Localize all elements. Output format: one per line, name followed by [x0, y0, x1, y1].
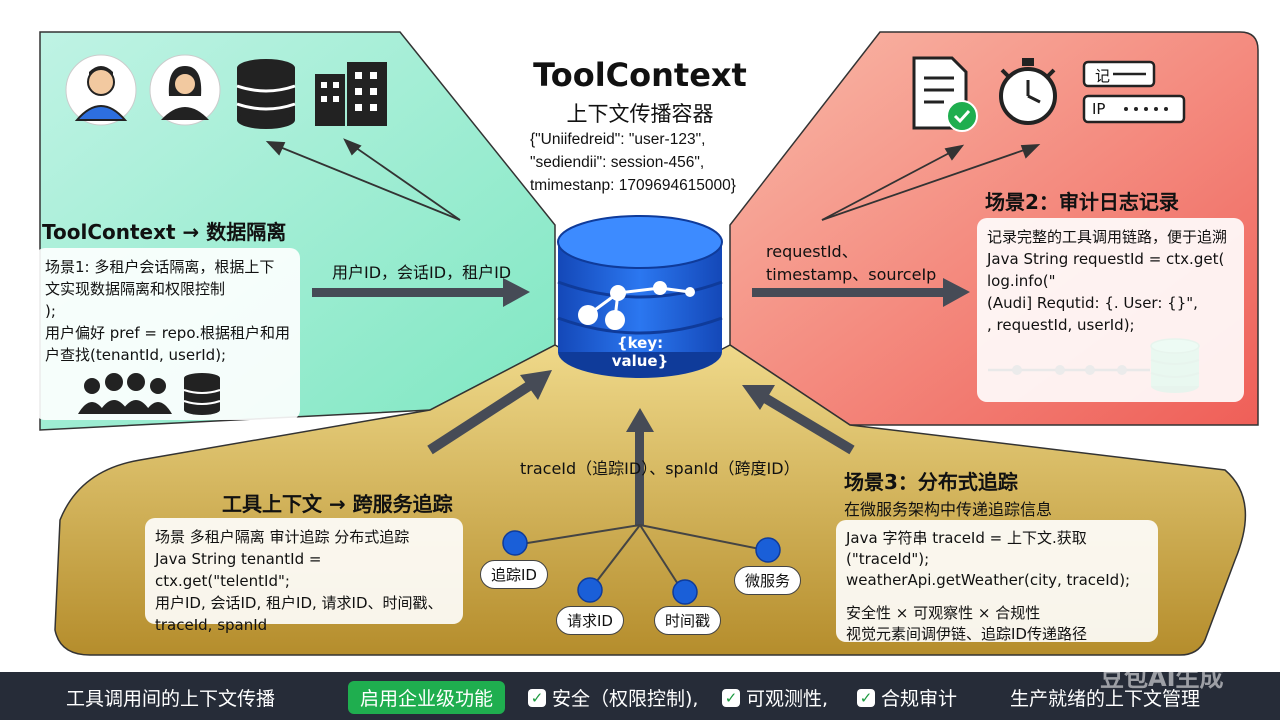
- left-card: 场景1: 多租户会话隔离，根据上下 文实现数据隔离和权限控制 ); 用户偏好 p…: [35, 248, 300, 420]
- center-arrow-label: traceId（追踪ID）、spanId（跨度ID）: [520, 459, 800, 478]
- card-line: 安全性 × 可观察性 × 合规性: [846, 604, 1041, 622]
- people-group-icon: [78, 373, 172, 414]
- card-line: 户查找(tenantId, userId);: [45, 346, 227, 364]
- json-line: {"Uniifedreid": "user-123",: [530, 131, 706, 148]
- node-dots: [502, 530, 781, 605]
- footer-check-observability: ✓可观测性,: [722, 684, 828, 711]
- footer-check-compliance: ✓合规审计: [857, 684, 957, 711]
- card-line: 记录完整的工具调用链路，便于追溯: [987, 228, 1228, 246]
- user-icons-row: [65, 54, 387, 129]
- node-microservice: 微服务: [734, 566, 802, 595]
- card-line: 用户偏好 pref = repo.根据租户和用: [45, 324, 291, 342]
- group-users-db-icon: [78, 373, 221, 415]
- database-cylinder: [557, 215, 723, 378]
- card-line: 场景1: 多租户会话隔离，根据上下: [45, 258, 275, 276]
- node-request-id: 请求ID: [556, 606, 624, 635]
- card-line: 场景 多租户隔离 审计追踪 分布式追踪: [155, 528, 410, 546]
- arrow-left-to-db: [312, 278, 530, 307]
- json-example: {"Uniifedreid": "user-123", "sediendii":…: [530, 128, 770, 197]
- card-line: log.info(": [987, 272, 1056, 290]
- right-thin-arrows: [821, 143, 1041, 221]
- building-icon: [315, 62, 387, 126]
- card-line: 用户ID, 会话ID, 租户ID, 请求ID、时间戳、: [155, 594, 443, 612]
- bottom-right-subheading: 在微服务架构中传递追踪信息: [844, 500, 1053, 519]
- card-line: );: [45, 302, 56, 320]
- right-arrow-label-1: requestId、: [766, 242, 858, 261]
- enable-enterprise-button[interactable]: 启用企业级功能: [348, 681, 506, 714]
- left-thin-arrows: [265, 138, 461, 221]
- arrow-db-to-right: [752, 278, 970, 307]
- checkmark-icon: ✓: [722, 689, 740, 707]
- checkmark-icon: ✓: [857, 689, 875, 707]
- male-user-icon: [65, 54, 137, 126]
- card-line: Java String requestId = ctx.get(: [987, 250, 1225, 268]
- card-line: [846, 591, 1148, 603]
- bottom-right-heading: 场景3：分布式追踪: [844, 470, 1018, 494]
- card-line: 视觉元素间调伊链、追踪ID传递路径: [846, 625, 1087, 643]
- bottom-left-card: 场景 多租户隔离 审计追踪 分布式追踪 Java String tenantId…: [145, 518, 463, 634]
- left-arrow-label: 用户ID，会话ID，租户ID: [332, 263, 512, 282]
- database-icon: [236, 59, 296, 129]
- footer-bar: 工具调用间的上下文传播 启用企业级功能 ✓安全（权限控制), ✓可观测性, ✓合…: [0, 664, 1280, 720]
- page-title: ToolContext: [533, 56, 747, 94]
- card-line: (Audi] Requtid: {. User: {}",: [987, 294, 1198, 312]
- node-timestamp: 时间戳: [654, 606, 722, 635]
- left-heading: ToolContext → 数据隔离: [42, 220, 287, 244]
- right-arrow-label-2: timestamp、sourceIp: [766, 265, 937, 284]
- footer-left-text: 工具调用间的上下文传播: [66, 688, 276, 710]
- watermark: 豆包AI生成: [1100, 664, 1224, 692]
- card-line: Java 字符串 traceId = 上下文.获取("traceId");: [846, 529, 1087, 568]
- right-card: 记录完整的工具调用链路，便于追溯 Java String requestId =…: [977, 218, 1244, 402]
- id-card-icon: [1082, 60, 1186, 124]
- audit-icons-row: [912, 56, 1186, 132]
- card-line: Java String tenantId = ctx.get("telentId…: [155, 550, 322, 590]
- bottom-right-card: Java 字符串 traceId = 上下文.获取("traceId"); we…: [836, 520, 1158, 643]
- bottom-left-heading: 工具上下文 → 跨服务追踪: [222, 492, 453, 516]
- card-line: traceId, spanId: [155, 616, 268, 634]
- card-line: , requestId, userId);: [987, 316, 1135, 334]
- arrow-center-up: [626, 408, 654, 525]
- db-label: {key: value}: [611, 334, 669, 370]
- id-card-label: 记: [1095, 67, 1111, 85]
- json-line: tmimestanp: 1709694615000}: [530, 177, 736, 194]
- ip-label: IP: [1092, 100, 1106, 118]
- json-line: "sediendii": session-456",: [530, 154, 705, 171]
- checkmark-icon: ✓: [528, 689, 546, 707]
- footer-check-security: ✓安全（权限控制),: [528, 684, 698, 711]
- card-line: 文实现数据隔离和权限控制: [45, 280, 226, 298]
- stopwatch-icon: [999, 58, 1057, 125]
- small-database-icon: [183, 373, 221, 415]
- node-trace-id: 追踪ID: [480, 560, 548, 589]
- page-subtitle: 上下文传播容器: [566, 102, 714, 126]
- arrow-bottom-right-to-db: [742, 385, 855, 455]
- document-check-icon: [912, 56, 978, 132]
- female-user-icon: [149, 54, 221, 126]
- card-line: weatherApi.getWeather(city, traceId);: [846, 571, 1131, 589]
- right-heading: 场景2：审计日志记录: [985, 190, 1179, 214]
- arrow-bottom-left-to-db: [427, 370, 552, 455]
- footer-right-text: 生产就绪的上下文管理: [1010, 688, 1201, 710]
